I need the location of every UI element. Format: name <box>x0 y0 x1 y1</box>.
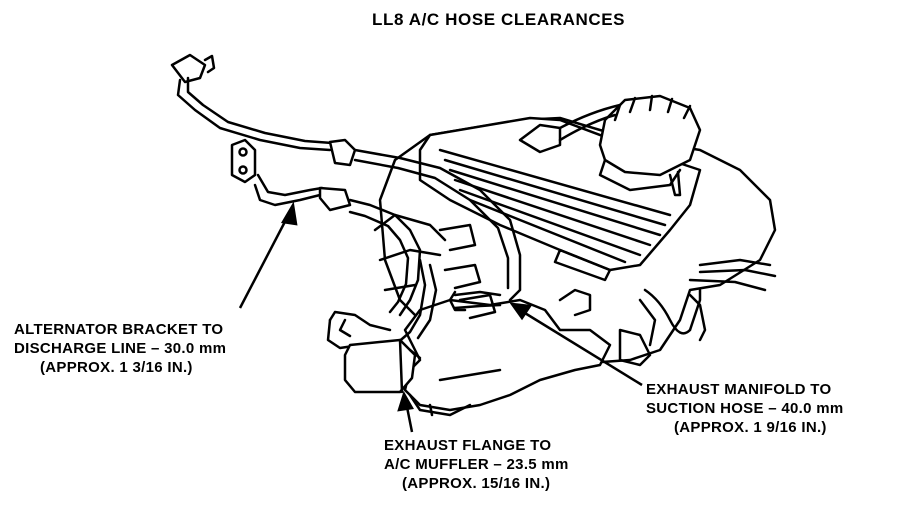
throttle-body <box>518 94 702 197</box>
alternator-arrowhead <box>280 201 298 226</box>
callout-exhaust-manifold: EXHAUST MANIFOLD TO SUCTION HOSE – 40.0 … <box>646 380 844 437</box>
callout-exhaust-manifold-line3: (APPROX. 1 9/16 IN.) <box>674 419 827 436</box>
callout-alternator-line3: (APPROX. 1 3/16 IN.) <box>40 359 193 376</box>
callout-exhaust-flange-line2: A/C MUFFLER – 23.5 mm <box>384 456 569 473</box>
callout-alternator-bracket: ALTERNATOR BRACKET TO DISCHARGE LINE – 3… <box>14 320 226 377</box>
engine-right-detail <box>688 258 777 342</box>
callout-alternator-line2: DISCHARGE LINE – 30.0 mm <box>14 340 227 357</box>
callout-exhaust-manifold-line2: SUCTION HOSE – 40.0 mm <box>646 400 844 417</box>
callout-alternator-line1: ALTERNATOR BRACKET TO <box>14 321 224 338</box>
ac-muffler <box>343 338 422 394</box>
ac-lines <box>170 53 522 350</box>
callout-exhaust-flange-line3: (APPROX. 15/16 IN.) <box>402 475 551 492</box>
alternator-bracket <box>230 138 257 184</box>
flange-arrowhead <box>397 390 414 412</box>
callout-exhaust-flange: EXHAUST FLANGE TO A/C MUFFLER – 23.5 mm … <box>384 436 569 493</box>
callout-leaders <box>238 201 643 433</box>
callout-exhaust-manifold-line1: EXHAUST MANIFOLD TO <box>646 381 832 398</box>
callout-exhaust-flange-line1: EXHAUST FLANGE TO <box>384 437 552 454</box>
diagram-title: LL8 A/C HOSE CLEARANCES <box>372 10 626 29</box>
cylinder-head-side <box>373 213 497 320</box>
manifold-arrowhead <box>509 302 533 321</box>
